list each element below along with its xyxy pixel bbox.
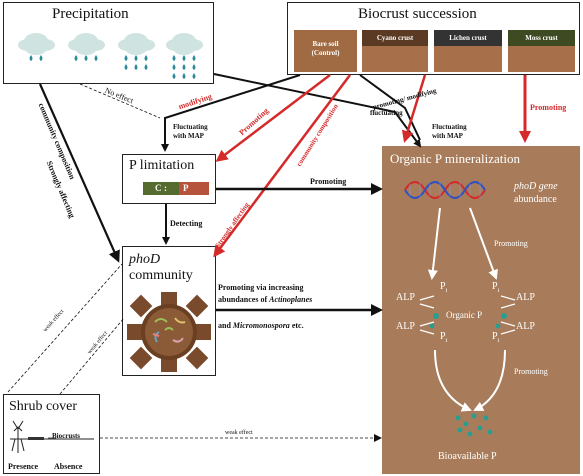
crust-bare-soil-sub: (Control) — [311, 49, 340, 57]
arrow-shrub-community-weak2 — [59, 317, 125, 395]
raindrop-icon — [182, 64, 186, 70]
succession-title: Biocrust succession — [358, 6, 477, 22]
phod-community-title-line1: phoD — [129, 252, 161, 267]
raindrop-icon — [39, 55, 43, 61]
label-via-2: abundances of Actinoplanes — [218, 295, 313, 304]
label-weak-3: weak effect — [225, 430, 253, 436]
shrub-icon — [10, 420, 94, 453]
label-promoting-red: Promoting — [237, 106, 271, 138]
organic-p-label: Organic P — [446, 310, 483, 320]
label-via-3: and Micromonospora etc. — [218, 321, 304, 330]
label-promoting-modifying: promoting/ modifying — [371, 86, 438, 112]
raindrop-icon — [134, 64, 138, 70]
cloud-icon — [166, 33, 203, 79]
cp-ratio-p — [179, 182, 209, 195]
label-fluctuating: fluctuating — [370, 109, 403, 117]
cloud-icon — [118, 33, 155, 70]
label-no-effect: No effect — [103, 85, 135, 106]
cloud-icon — [68, 33, 105, 61]
crust-moss: Moss crust — [508, 30, 575, 72]
cp-ratio-bar: C : P — [143, 182, 209, 195]
raindrop-icon — [29, 55, 33, 61]
p-limitation-title: P limitation — [129, 158, 195, 173]
raindrop-icon — [84, 55, 88, 61]
pi-top-right: Pi — [492, 281, 500, 295]
raindrop-icon — [144, 64, 148, 70]
cp-ratio-c-label: C — [155, 183, 162, 193]
cp-ratio-p-label: P — [183, 183, 189, 193]
phod-community-box: phoD community — [122, 246, 216, 376]
alp-top-right: ALP — [516, 292, 535, 303]
phod-gene-abundance: abundance — [514, 194, 557, 205]
raindrop-icon — [192, 73, 196, 79]
shrub-biocrusts-label: Biocrusts — [52, 432, 80, 440]
microbe-cell-icon — [127, 292, 211, 372]
label-via-1: Promoting via increasing — [218, 283, 304, 292]
raindrop-icon — [182, 73, 186, 79]
raindrop-icon — [134, 55, 138, 61]
alp-bottom-left: ALP — [396, 321, 415, 332]
raindrop-icon — [172, 64, 176, 70]
crust-cyano-label: Cyano crust — [362, 30, 428, 46]
arrow-red-strongly — [213, 74, 351, 258]
raindrop-icon — [74, 55, 78, 61]
rain-clouds-icon — [18, 33, 203, 79]
raindrop-icon — [144, 55, 148, 61]
crust-moss-label: Moss crust — [508, 30, 575, 46]
bioavailable-p-label: Bioavailable P — [438, 451, 497, 462]
arrow-shrub-community-weak1 — [7, 263, 123, 393]
label-detecting: Detecting — [170, 219, 203, 228]
label-mineral-promoting-1: Promoting — [494, 239, 528, 248]
label-fluct-map-3: Fluctuating — [432, 123, 467, 131]
mineralization-title: Organic P mineralization — [390, 151, 520, 166]
label-fluct-map-4: with MAP — [432, 132, 463, 140]
label-fluct-map-2: with MAP — [173, 132, 204, 140]
shrub-presence-label: Presence — [8, 462, 39, 471]
p-limitation-box: P limitation C : P — [122, 154, 216, 204]
alp-top-left: ALP — [396, 292, 415, 303]
phod-community-title-line2: community — [129, 268, 193, 283]
raindrop-icon — [172, 73, 176, 79]
label-community-composition: community composition — [295, 102, 340, 168]
raindrop-icon — [182, 55, 186, 61]
pi-top-left: Pi — [440, 281, 448, 295]
shrub-cover-title: Shrub cover — [9, 399, 78, 414]
shrub-cover-box: Shrub cover Biocrusts Presence Absence — [3, 394, 100, 474]
raindrop-icon — [124, 64, 128, 70]
label-mineral-promoting-2: Promoting — [514, 367, 548, 376]
cloud-icon — [18, 33, 55, 61]
pi-bottom-right: Pi — [492, 331, 500, 345]
cp-ratio-sep: : — [164, 183, 167, 193]
biocrust-succession-box: Biocrust succession Bare soil (Control) … — [287, 2, 580, 75]
raindrop-icon — [192, 64, 196, 70]
shrub-absence-label: Absence — [54, 462, 83, 471]
label-modifying: modifying — [177, 91, 214, 112]
alp-bottom-right: ALP — [516, 321, 535, 332]
phod-gene-label: phoD gene — [514, 181, 558, 192]
crust-cyano: Cyano crust — [362, 30, 428, 72]
label-promoting-right-red: Promoting — [530, 103, 567, 112]
raindrop-icon — [94, 55, 98, 61]
raindrop-icon — [192, 55, 196, 61]
precipitation-box: Precipitation — [3, 2, 214, 84]
cp-ratio-c — [143, 182, 179, 195]
pi-bottom-left: Pi — [440, 331, 448, 345]
label-weak-2: weak effect — [86, 330, 110, 356]
arrow-red-promoting-modifying — [401, 74, 427, 143]
mineralization-box: Organic P mineralization — [382, 146, 580, 474]
label-promoting-plimit: Promoting — [310, 177, 347, 186]
raindrop-icon — [172, 55, 176, 61]
precipitation-title: Precipitation — [52, 6, 129, 22]
crust-bare-soil-label: Bare soil — [312, 40, 339, 48]
crust-bare-soil: Bare soil (Control) — [294, 30, 357, 72]
label-weak-1: weak effect — [42, 308, 66, 334]
crust-lichen-label: Lichen crust — [434, 30, 502, 46]
raindrop-icon — [124, 55, 128, 61]
label-strongly-affecting: Strongly affecting — [213, 201, 251, 250]
label-fluct-map-1: Fluctuating — [173, 123, 208, 131]
arrow-succession-mineral-black — [359, 74, 421, 141]
crust-lichen: Lichen crust — [434, 30, 502, 72]
